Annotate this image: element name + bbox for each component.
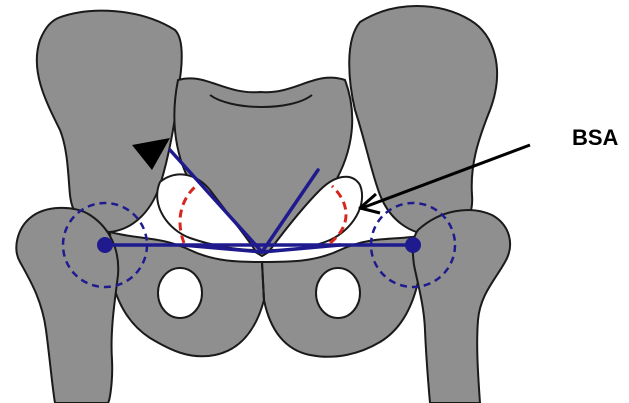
right-hip-center-dot bbox=[405, 237, 421, 253]
right-obturator-foramen bbox=[316, 268, 360, 318]
right-femur bbox=[413, 210, 510, 403]
left-obturator-foramen bbox=[158, 268, 202, 318]
left-hip-center-dot bbox=[97, 237, 113, 253]
bsa-label: BSA bbox=[572, 125, 619, 150]
left-femur bbox=[16, 208, 118, 403]
right-ilium bbox=[349, 6, 497, 235]
